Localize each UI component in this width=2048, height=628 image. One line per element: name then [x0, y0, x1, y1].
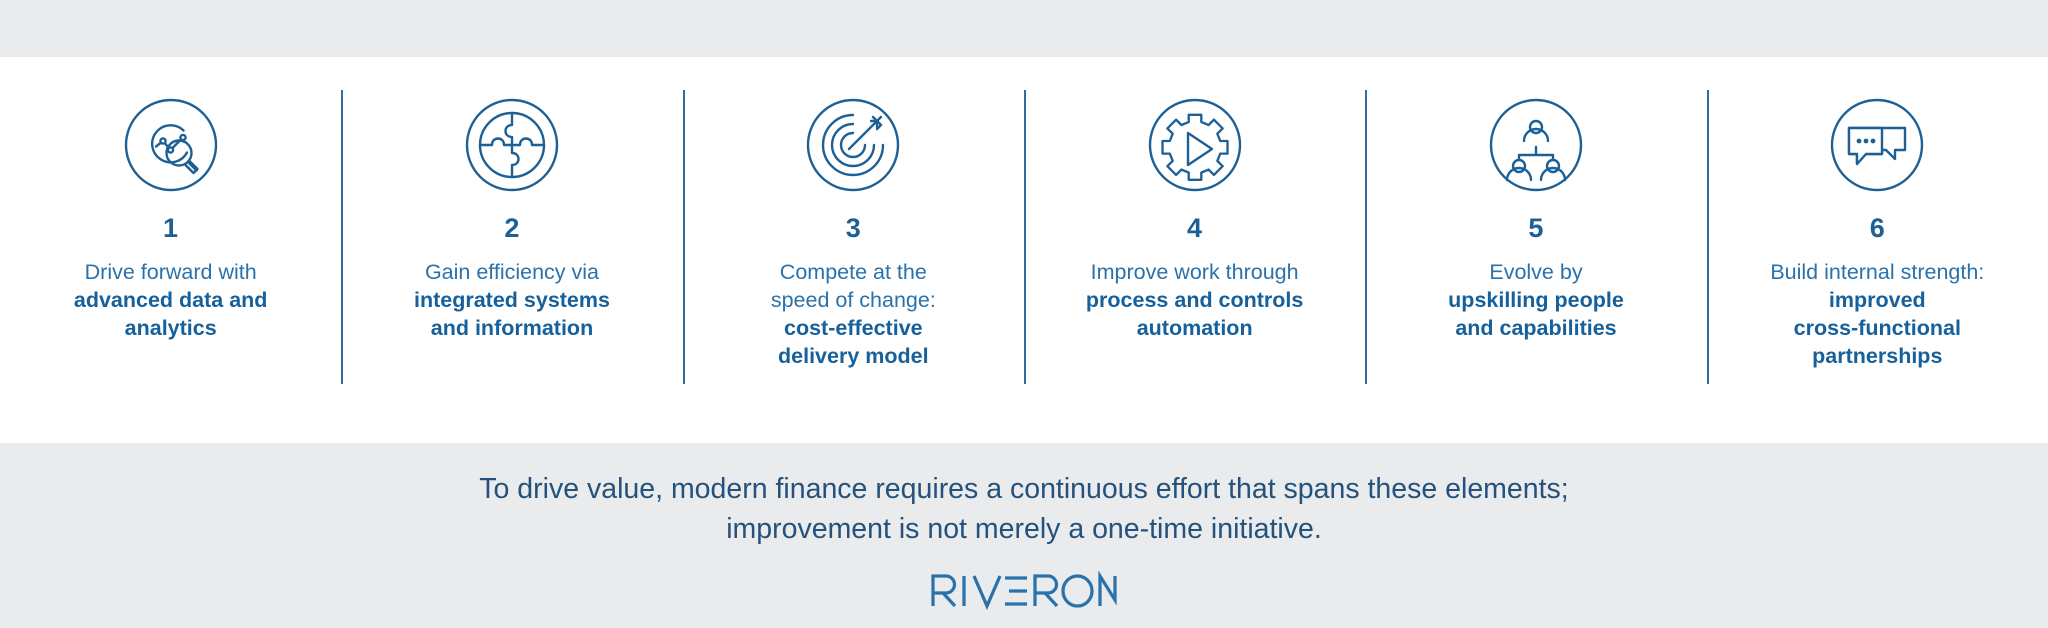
caption-line: improvement is not merely a one-time ini… [726, 512, 1322, 545]
speech-bubbles-icon [1829, 97, 1925, 193]
magnifier-analytics-icon [123, 97, 219, 193]
panel-strong-line: automation [1136, 315, 1253, 340]
panel-3: 3 Compete at the speed of change: cost-e… [682, 57, 1024, 443]
panel-1: 1 Drive forward with advanced data and a… [0, 57, 341, 443]
panel-number: 3 [845, 213, 861, 243]
panel-lead-line: Drive forward with [84, 260, 257, 284]
panel-strong-line: process and controls [1085, 287, 1304, 312]
panel-5: 5 Evolve by upskilling people and capabi… [1365, 57, 1706, 443]
panel-strong-line: partnerships [1812, 343, 1943, 368]
panel-strong-line: delivery model [778, 343, 929, 368]
panel-4: 4 Improve work through process and contr… [1023, 57, 1365, 443]
panel-number: 5 [1528, 213, 1544, 243]
panel-lead-line: speed of change: [770, 287, 936, 312]
panel-strong-line: upskilling people [1448, 287, 1624, 312]
panel-strong-line: advanced data and [73, 287, 268, 312]
panel-number: 6 [1869, 213, 1885, 243]
panel-6: 6 Build internal strength: improved cros… [1706, 57, 2048, 443]
footer-caption: To drive value, modern finance requires … [479, 470, 1568, 550]
panel-strong-line: cross-functional [1793, 315, 1961, 340]
panel-strong-line: and capabilities [1455, 315, 1617, 340]
puzzle-globe-icon [464, 97, 560, 193]
footer-section: To drive value, modern finance requires … [0, 443, 2048, 628]
top-gray-band [0, 0, 2048, 57]
panel-strong-line: integrated systems [414, 287, 610, 312]
panel-lead-line: Build internal strength: [1770, 260, 1985, 284]
panel-number: 4 [1187, 213, 1203, 243]
footer-gray-band [0, 443, 2048, 628]
panel-strong-line: analytics [124, 315, 217, 340]
panel-strong-line: cost-effective [784, 315, 923, 340]
caption-line: To drive value, modern finance requires … [479, 473, 1569, 505]
team-people-icon [1488, 97, 1584, 193]
panel-strong-line: and information [430, 315, 594, 340]
panel-strong-line: improved [1828, 287, 1926, 312]
panel-lead-line: Gain efficiency via [424, 260, 600, 284]
panel-2: 2 Gain efficiency via integrated systems… [341, 57, 682, 443]
target-arrow-icon [805, 97, 901, 193]
panel-number: 1 [163, 213, 179, 243]
panel-text: Improve work through process and control… [1086, 259, 1303, 343]
panel-lead-line: Improve work through [1090, 260, 1299, 284]
panel-text: Drive forward with advanced data and ana… [74, 259, 268, 343]
panel-lead-line: Evolve by [1489, 260, 1583, 284]
panel-text: Compete at the speed of change: cost-eff… [771, 259, 936, 371]
gear-play-icon [1147, 97, 1243, 193]
panel-text: Build internal strength: improved cross-… [1770, 259, 1984, 371]
panel-number: 2 [504, 213, 520, 243]
panel-lead-line: Compete at the [779, 260, 927, 284]
riveron-logo [929, 570, 1119, 610]
panel-text: Gain efficiency via integrated systems a… [414, 259, 610, 343]
panels-row: 1 Drive forward with advanced data and a… [0, 57, 2048, 443]
panel-text: Evolve by upskilling people and capabili… [1448, 259, 1624, 343]
